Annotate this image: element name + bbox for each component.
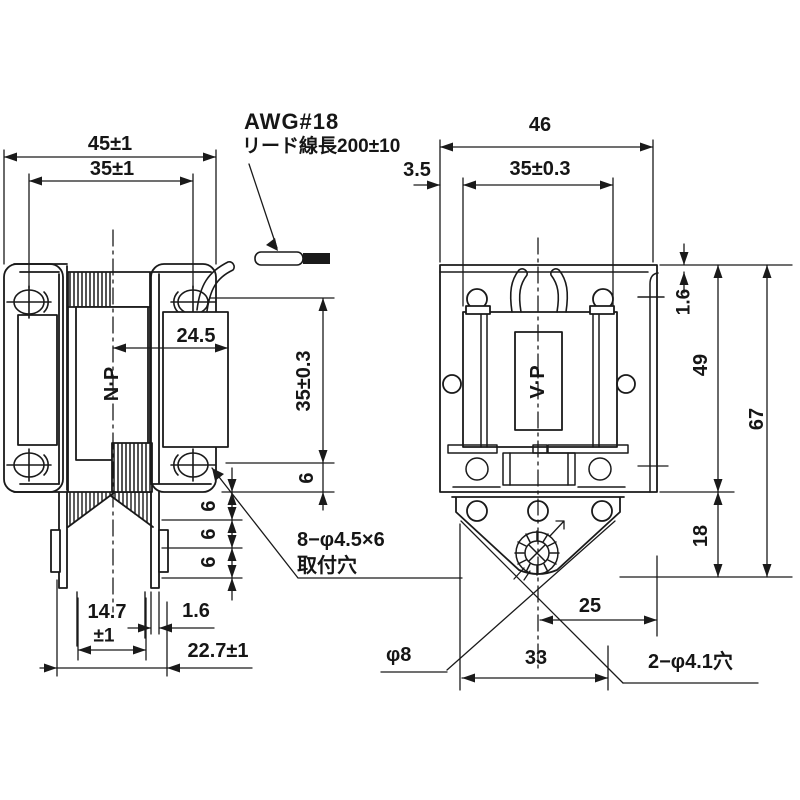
plate-hole-left <box>442 374 462 394</box>
dim-overall-height: 67 <box>746 407 768 431</box>
dim-step-1: 6 <box>198 500 220 512</box>
winding-hatch-top <box>69 272 111 307</box>
plate-hole-right <box>616 374 636 394</box>
dim-mount-pitch-left: 35±1 <box>89 158 135 180</box>
dim-coil-pitch-right: 35±0.3 <box>509 158 571 180</box>
dim-coil-width: 24.5 <box>176 325 216 347</box>
mount-hole-note-line2: 取付穴 <box>297 555 357 577</box>
core-marking-right: V·P <box>527 365 549 399</box>
dim-edge-offset: 3.5 <box>403 159 431 181</box>
stripped-wire-end <box>303 253 330 264</box>
dim-plate-thickness-right: 1.6 <box>673 288 695 316</box>
lead-wire-note-line2: リード線長200±10 <box>242 136 401 157</box>
lead-wire-note-line1: AWG#18 <box>244 109 340 134</box>
lead-wires-front <box>509 268 569 313</box>
core-block <box>67 271 151 493</box>
dim-foot-inner-tol: ±1 <box>93 625 115 647</box>
left-bracket <box>3 263 64 493</box>
left-view-dimensions <box>3 149 463 677</box>
bottom-hole-label: 2−φ4.1穴 <box>648 651 733 673</box>
right-view-body <box>439 237 665 684</box>
dim-bracket-width: 33 <box>524 647 548 669</box>
dim-plate-thickness-left: 1.6 <box>182 600 210 622</box>
dim-mount-pitch-vertical: 35±0.3 <box>293 350 315 412</box>
lower-bracket <box>446 496 625 684</box>
lamination-hatch <box>69 492 152 526</box>
dim-hole-offset: 25 <box>578 595 602 617</box>
dim-foot-inner: 14.7 <box>87 601 127 623</box>
grommet <box>513 520 565 581</box>
coil-flange <box>162 311 229 448</box>
lead-wire <box>196 251 330 312</box>
dim-body-height: 49 <box>690 353 712 377</box>
bracket-hole-left <box>466 500 488 522</box>
grommet-label: φ8 <box>386 644 412 666</box>
core-marking-left: N·P <box>101 366 123 402</box>
mounting-plate <box>439 264 658 493</box>
bracket-hole-right <box>591 500 613 522</box>
dim-foot-span: 22.7±1 <box>187 640 249 662</box>
left-view-body <box>3 229 330 647</box>
screw-symbols <box>6 285 216 482</box>
arrowheads-right <box>427 142 772 683</box>
dim-bracket-height: 18 <box>690 524 712 548</box>
dim-overall-width-right: 46 <box>528 114 552 136</box>
dim-step-2: 6 <box>198 528 220 540</box>
arrowheads-left <box>4 152 328 673</box>
dim-step-right: 6 <box>296 472 318 484</box>
mount-hole-note-line1: 8−φ4.5×6 <box>297 529 385 551</box>
dim-step-3: 6 <box>198 556 220 568</box>
winding-hatch-bottom <box>113 443 151 492</box>
leader-diagonals <box>446 520 624 684</box>
lower-core-feet <box>50 491 169 647</box>
feet-assembly <box>447 444 629 488</box>
coil-bobbin-front <box>462 311 618 448</box>
dim-overall-width-left: 45±1 <box>87 133 133 155</box>
coil-bobbin-side <box>75 306 149 461</box>
right-view-dimensions <box>380 139 793 691</box>
